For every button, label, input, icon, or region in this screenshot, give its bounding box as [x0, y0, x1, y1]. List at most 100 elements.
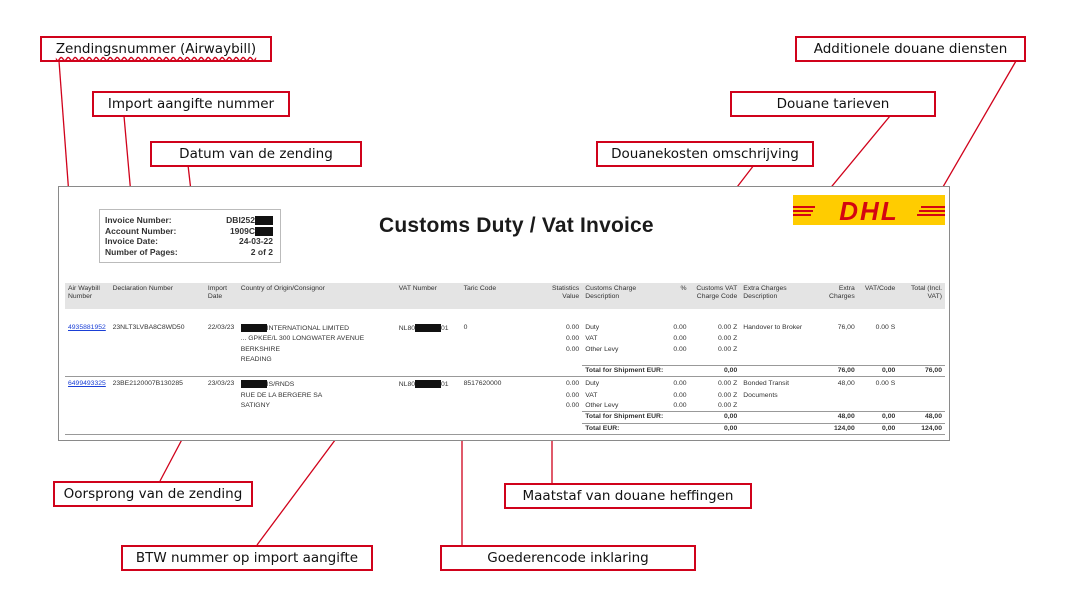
- statistics-value: 0.00: [565, 345, 580, 353]
- statistics-value: 0.00: [565, 401, 580, 409]
- awb-link[interactable]: 4935881952: [68, 324, 106, 331]
- total-label: Total for Shipment EUR:: [582, 411, 670, 424]
- meta-value: DBI252: [203, 215, 273, 226]
- extra-vat: 0.00 S: [875, 324, 896, 331]
- origin-line: READING: [240, 356, 272, 364]
- callout-airwaybill-text: Zendingsnummer (Airwaybill): [55, 41, 257, 57]
- charge-pct: 0.00: [673, 380, 687, 388]
- statistics-value: 0.00: [565, 335, 580, 343]
- charge-desc: Other Levy: [585, 345, 619, 353]
- table-header-row: Air Waybill Number Declaration Number Im…: [65, 283, 945, 309]
- callout-vat-number-text: BTW nummer op import aangifte: [135, 550, 359, 566]
- redaction-block: [240, 324, 267, 332]
- total-extra: 76,00: [817, 364, 858, 377]
- charge-desc: VAT: [585, 391, 598, 399]
- charge-pct: 0.00: [673, 391, 687, 399]
- col-header-statistics: Statistics Value: [539, 283, 583, 309]
- row-separator: [65, 434, 945, 446]
- meta-value-text: DBI252: [226, 215, 255, 225]
- dhl-logo: DHL: [793, 195, 945, 225]
- charge-code: 0.00 Z: [717, 391, 738, 399]
- meta-label: Invoice Number:: [105, 215, 172, 225]
- charge-code: 0.00 Z: [717, 380, 738, 388]
- shipment-total-row: Total for Shipment EUR: 0,00 48,00 0,00 …: [65, 411, 945, 424]
- meta-label: Invoice Date:: [105, 236, 158, 246]
- table-row: 6499493325 23BE2120007B130285 23/03/23 I…: [65, 379, 945, 390]
- taric-code: 0: [463, 324, 468, 331]
- total-extra: 48,00: [817, 411, 858, 424]
- grand-total-label: Total EUR:: [582, 422, 670, 435]
- extra-vat: 0.00 S: [875, 380, 896, 388]
- callout-shipment-date-text: Datum van de zending: [179, 146, 333, 162]
- col-header-declaration: Declaration Number: [109, 283, 205, 309]
- redaction-block: [255, 216, 273, 226]
- origin-line: INTERNATIONAL LIMITED: [238, 323, 396, 334]
- table-row: 4935881952 23NLT3LVBA8C8WD50 22/03/23 IN…: [65, 323, 945, 334]
- meta-value: 1909C: [203, 226, 273, 237]
- redaction-block: [415, 324, 442, 332]
- table-row: SATIGNY 0.00 Other Levy 0.00 0.00 Z: [65, 401, 945, 412]
- callout-customs-charge-description: Douanekosten omschrijving: [596, 141, 814, 167]
- total-charge: 0,00: [689, 364, 741, 377]
- awb-link[interactable]: 6499493325: [68, 380, 106, 388]
- charge-pct: 0.00: [673, 345, 687, 353]
- charge-desc: Other Levy: [585, 401, 619, 409]
- callout-import-declaration-text: Import aangifte nummer: [107, 96, 275, 112]
- extra-charges: 48,00: [837, 380, 855, 388]
- meta-row-account-number: Account Number: 1909C: [100, 226, 280, 237]
- vat-suffix: 01: [441, 381, 449, 389]
- dhl-logo-graphic: DHL: [793, 195, 945, 225]
- charge-pct: 0.00: [673, 401, 687, 409]
- col-header-charge-code: Customs VAT Charge Code: [689, 283, 741, 309]
- grand-total-extra: 124,00: [817, 422, 858, 435]
- callout-import-declaration: Import aangifte nummer: [92, 91, 290, 117]
- charge-code: 0.00 Z: [717, 401, 738, 409]
- meta-value: 24-03-22: [238, 236, 273, 246]
- meta-value-text: 1909C: [229, 225, 255, 236]
- origin-text: INTERNATIONAL LIMITED: [266, 324, 350, 332]
- meta-row-number-of-pages: Number of Pages: 2 of 2: [100, 247, 280, 258]
- charge-code: 0.00 Z: [717, 335, 738, 343]
- callout-customs-rates-text: Douane tarieven: [776, 96, 890, 112]
- redaction-block: [415, 380, 442, 389]
- callout-customs-charge-description-text: Douanekosten omschrijving: [611, 146, 799, 162]
- row-separator: [65, 376, 945, 380]
- extra-charges: 76,00: [837, 324, 855, 331]
- statistics-value: 0.00: [565, 391, 580, 399]
- charge-desc: VAT: [585, 335, 598, 343]
- col-header-percent: %: [669, 283, 690, 309]
- total-label: Total for Shipment EUR:: [582, 364, 670, 377]
- callout-customs-basis-text: Maatstaf van douane heffingen: [522, 488, 734, 504]
- grand-total-vat: 0,00: [857, 422, 899, 435]
- callout-customs-rates: Douane tarieven: [730, 91, 936, 117]
- shipment-total-row: Total for Shipment EUR: 0,00 76,00 0,00 …: [65, 364, 945, 377]
- callout-shipment-date: Datum van de zending: [150, 141, 362, 167]
- import-date: 23/03/23: [207, 380, 235, 388]
- origin-line: SATIGNY: [240, 401, 271, 409]
- redaction-block: [255, 226, 273, 236]
- extra-desc: Documents: [743, 391, 778, 399]
- callout-commodity-code-text: Goederencode inklaring: [487, 550, 649, 566]
- charge-pct: 0.00: [673, 335, 687, 343]
- dhl-logo-text: DHL: [839, 196, 898, 225]
- total-charge: 0,00: [689, 411, 741, 424]
- invoice-title: Customs Duty / Vat Invoice: [379, 214, 654, 237]
- charge-desc: Duty: [585, 324, 600, 331]
- col-header-total: Total (Incl. VAT): [898, 283, 945, 309]
- extra-desc: Bonded Transit: [743, 380, 789, 388]
- col-header-vat-number: VAT Number: [395, 283, 461, 309]
- import-date: 22/03/23: [207, 324, 235, 331]
- callout-commodity-code: Goederencode inklaring: [440, 545, 696, 571]
- col-header-charge-desc: Customs Charge Description: [582, 283, 670, 309]
- charge-code: 0.00 Z: [717, 324, 738, 331]
- customs-invoice-document: Invoice Number: DBI252 Account Number: 1…: [58, 186, 950, 446]
- meta-label: Number of Pages:: [105, 246, 178, 257]
- callout-airwaybill: Zendingsnummer (Airwaybill): [40, 36, 272, 62]
- spacer-row: [65, 309, 945, 323]
- callout-origin-text: Oorsprong van de zending: [63, 486, 243, 502]
- origin-line: IS/RNDS: [238, 379, 396, 390]
- table-row: BERKSHIRE 0.00 Other Levy 0.00 0.00 Z: [65, 345, 945, 355]
- callout-additional-services-text: Additionele douane diensten: [813, 41, 1008, 57]
- col-header-origin: Country of Origin/Consignor: [237, 283, 396, 309]
- meta-value: 2 of 2: [250, 246, 273, 257]
